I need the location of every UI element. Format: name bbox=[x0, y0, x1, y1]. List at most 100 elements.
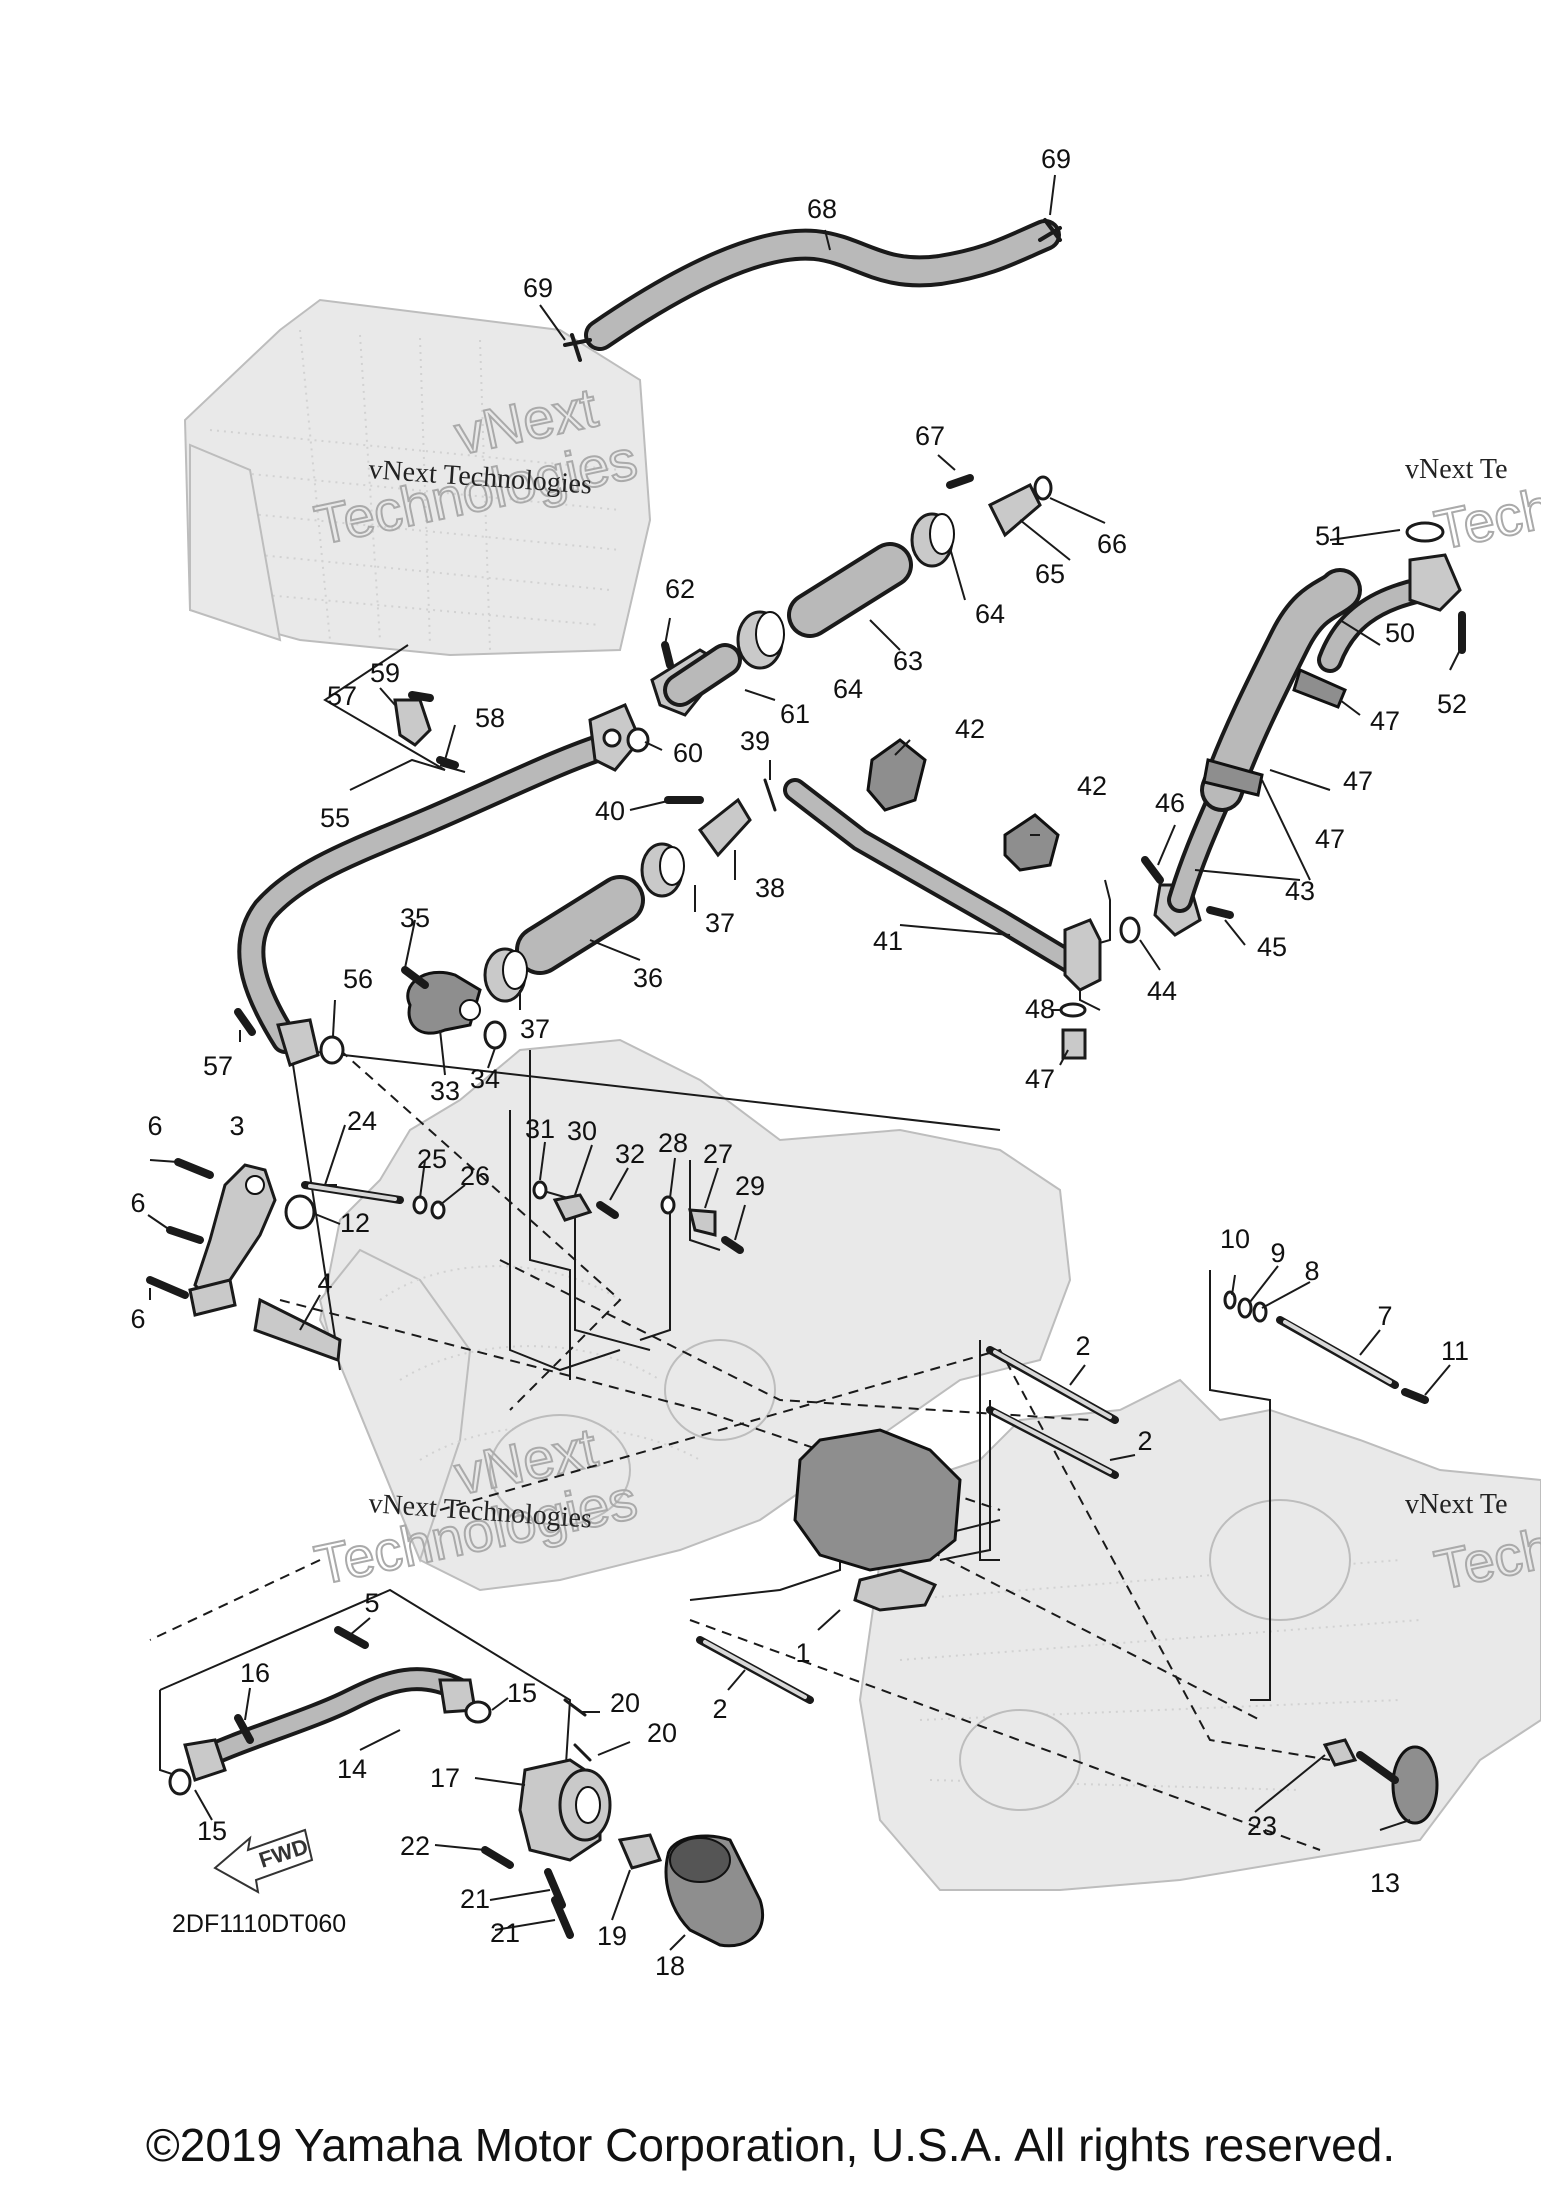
washer-25[interactable] bbox=[412, 1195, 428, 1215]
fitting-65[interactable] bbox=[987, 482, 1042, 538]
bolt-21-lower[interactable] bbox=[551, 1896, 574, 1939]
callout-66: 66 bbox=[1097, 529, 1127, 559]
callout-39: 39 bbox=[740, 726, 770, 756]
bolt-2-middle[interactable] bbox=[986, 1406, 1119, 1479]
clip-69-right[interactable] bbox=[1038, 218, 1062, 242]
ghost-cylinder-head bbox=[183, 298, 652, 657]
bolt-16[interactable] bbox=[234, 1714, 254, 1744]
bolt-62[interactable] bbox=[661, 641, 674, 669]
manifold-3[interactable] bbox=[188, 1163, 277, 1317]
pipe-14[interactable] bbox=[183, 1667, 477, 1782]
union-bolt-19[interactable] bbox=[617, 1833, 663, 1870]
ring-44[interactable] bbox=[1119, 916, 1141, 944]
filter-housing-17[interactable] bbox=[518, 1758, 612, 1862]
hose-63[interactable] bbox=[787, 542, 913, 638]
bolt-6-middle[interactable] bbox=[166, 1226, 204, 1244]
cap-52[interactable] bbox=[1405, 521, 1445, 543]
callout-52: 51 bbox=[1315, 521, 1345, 551]
band-64-lower[interactable] bbox=[736, 610, 785, 670]
ring-12[interactable] bbox=[284, 1194, 316, 1230]
bolt-32[interactable] bbox=[596, 1201, 619, 1219]
cover-42-upper[interactable] bbox=[866, 738, 927, 812]
bolt-56[interactable] bbox=[234, 1008, 256, 1036]
callout-69-top: 69 bbox=[1041, 144, 1071, 174]
sensor-30[interactable] bbox=[552, 1193, 593, 1222]
callout-64-lower: 64 bbox=[833, 674, 863, 704]
ring-10[interactable] bbox=[1223, 1290, 1237, 1310]
oil-pipe-41[interactable] bbox=[783, 778, 1102, 992]
clip-69-left[interactable] bbox=[563, 333, 592, 362]
sensor-27[interactable] bbox=[688, 1208, 717, 1237]
ring-61[interactable] bbox=[626, 727, 650, 753]
callout-8: 8 bbox=[1304, 1256, 1319, 1286]
fitting-38[interactable] bbox=[697, 797, 752, 858]
callout-56: 57 bbox=[203, 1051, 233, 1081]
bolt-22[interactable] bbox=[481, 1846, 514, 1869]
callout-62: 62 bbox=[665, 574, 695, 604]
bracket-57[interactable] bbox=[393, 691, 459, 769]
callout-21-upper: 21 bbox=[460, 1884, 490, 1914]
band-50-lower[interactable] bbox=[1202, 758, 1264, 797]
sleeve-4[interactable] bbox=[253, 1297, 342, 1363]
pipe-51[interactable] bbox=[1317, 553, 1462, 673]
callout-49: 47 bbox=[1343, 766, 1373, 796]
callout-58: 58 bbox=[475, 703, 505, 733]
ring-15-left[interactable] bbox=[168, 1768, 192, 1796]
ring-55[interactable] bbox=[319, 1035, 345, 1065]
plug-20-lower[interactable] bbox=[573, 1743, 592, 1762]
callout-30: 30 bbox=[567, 1116, 597, 1146]
callout-43: 43 bbox=[1285, 876, 1315, 906]
band-64-upper[interactable] bbox=[910, 512, 955, 568]
callout-41: 41 bbox=[873, 926, 903, 956]
svg-text:Technologies: Technologies bbox=[1429, 432, 1541, 562]
bolt-67[interactable] bbox=[946, 474, 974, 489]
callout-29: 29 bbox=[735, 1171, 765, 1201]
callout-24: 24 bbox=[347, 1106, 377, 1136]
callout-50-upper: 47 bbox=[1370, 706, 1400, 736]
callout-35: 35 bbox=[400, 903, 430, 933]
ring-9[interactable] bbox=[1237, 1297, 1253, 1319]
callout-69-left: 69 bbox=[523, 273, 553, 303]
hose-49[interactable] bbox=[1200, 568, 1362, 812]
pipe-60[interactable] bbox=[650, 643, 742, 717]
hose-36[interactable] bbox=[515, 875, 645, 975]
ghost-crankcase-left bbox=[318, 1038, 1072, 1592]
oil-pipe-54[interactable] bbox=[237, 703, 642, 1067]
bolt-24[interactable] bbox=[301, 1181, 404, 1204]
bolt-11[interactable] bbox=[1401, 1388, 1429, 1404]
washer-48[interactable] bbox=[1059, 1002, 1087, 1018]
bolt-35[interactable] bbox=[401, 966, 429, 989]
callout-15-left: 15 bbox=[197, 1816, 227, 1846]
bolt-46[interactable] bbox=[1141, 856, 1164, 884]
gear-13[interactable] bbox=[1356, 1745, 1439, 1825]
callout-31: 31 bbox=[525, 1114, 555, 1144]
clip-39[interactable] bbox=[763, 778, 777, 812]
hose-68[interactable] bbox=[584, 219, 1061, 351]
callout-36: 36 bbox=[633, 963, 663, 993]
ring-34[interactable] bbox=[483, 1020, 507, 1050]
ring-66[interactable] bbox=[1033, 475, 1053, 501]
bolt-7[interactable] bbox=[1276, 1316, 1399, 1389]
bolt-5[interactable] bbox=[334, 1626, 369, 1649]
band-37-upper[interactable] bbox=[640, 842, 685, 898]
bolt-29[interactable] bbox=[721, 1236, 744, 1254]
callout-9: 9 bbox=[1270, 1238, 1285, 1268]
band-37-lower[interactable] bbox=[483, 947, 528, 1003]
assembly-guide-lines bbox=[149, 644, 1331, 1851]
washer-28[interactable] bbox=[660, 1195, 676, 1215]
callout-44: 44 bbox=[1147, 976, 1177, 1006]
ring-15-right[interactable] bbox=[464, 1700, 492, 1724]
band-50-upper[interactable] bbox=[1292, 667, 1347, 709]
bolt-2-top[interactable] bbox=[986, 1346, 1119, 1424]
bolt-2-bottom[interactable] bbox=[696, 1636, 814, 1704]
cover-42-lower[interactable] bbox=[1003, 813, 1060, 872]
washer-26[interactable] bbox=[430, 1200, 446, 1220]
bolt-21-upper[interactable] bbox=[544, 1868, 566, 1909]
plate-23[interactable] bbox=[1322, 1738, 1358, 1767]
bolt-6-bottom[interactable] bbox=[146, 1276, 189, 1299]
washer-31[interactable] bbox=[532, 1180, 548, 1200]
bolt-45[interactable] bbox=[1206, 906, 1234, 919]
starter-motor-1[interactable] bbox=[793, 1428, 962, 1612]
bolt-6-top[interactable] bbox=[174, 1158, 214, 1179]
oil-filter-18[interactable] bbox=[664, 1834, 765, 1948]
